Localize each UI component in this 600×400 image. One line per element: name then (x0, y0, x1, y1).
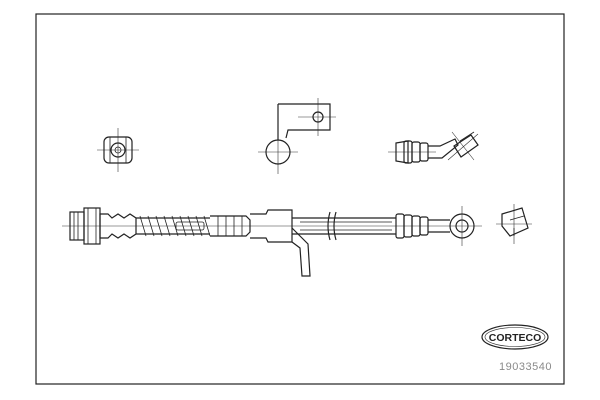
brand-logo-text: CORTECO (489, 332, 542, 344)
part-number: 19033540 (499, 361, 552, 373)
brand-logo: CORTECO (481, 324, 549, 350)
hose-assembly (62, 206, 482, 277)
fitting-end-view (97, 128, 139, 172)
angled-fitting-view (388, 131, 479, 164)
bracket-view (258, 98, 336, 174)
banjo-bolt-view (496, 204, 532, 244)
drawing-frame (35, 13, 565, 385)
